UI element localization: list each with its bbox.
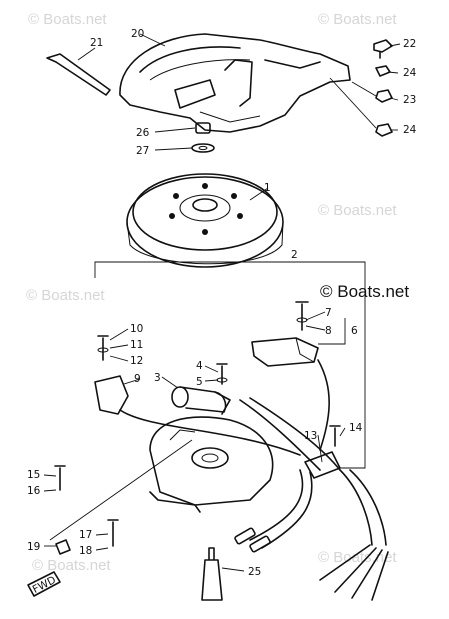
bracket-9 [94, 375, 129, 415]
callout-25: 25 [248, 566, 261, 578]
callout-8: 8 [325, 325, 332, 337]
washers [191, 122, 215, 153]
callout-27: 27 [136, 145, 149, 157]
tool-rod [46, 53, 111, 96]
callout-6: 6 [351, 325, 358, 337]
callout-3: 3 [154, 372, 161, 384]
callout-13: 13 [304, 430, 317, 442]
callout-11: 11 [130, 339, 143, 351]
callout-numbers: 1 2 3 4 5 6 7 8 9 10 11 12 13 14 15 16 1… [27, 28, 417, 578]
watermark: © Boats.net [318, 549, 397, 566]
callout-22: 22 [403, 38, 416, 50]
screws [54, 301, 341, 547]
stator-base [149, 416, 274, 513]
callout-10: 10 [130, 323, 143, 335]
callout-2: 2 [291, 249, 298, 261]
callout-15: 15 [27, 469, 40, 481]
flywheel-cover [119, 33, 351, 133]
leader-lines [43, 33, 401, 572]
fwd-label: FWD [31, 574, 58, 596]
cdi-unit [251, 337, 319, 367]
grease-tube [201, 547, 223, 601]
flywheel [126, 173, 284, 268]
watermark: © Boats.net [28, 11, 107, 28]
callout-12: 12 [130, 355, 143, 367]
callout-7: 7 [325, 307, 332, 319]
callout-17: 17 [79, 529, 92, 541]
callout-24: 24 [403, 124, 417, 136]
callout-16: 16 [27, 485, 41, 497]
watermark: © Boats.net [26, 287, 105, 304]
callout-18: 18 [79, 545, 92, 557]
callout-9: 9 [134, 373, 141, 385]
callout-19: 19 [27, 541, 40, 553]
callout-20: 20 [131, 28, 144, 40]
watermarks: © Boats.net © Boats.net © Boats.net © Bo… [26, 11, 397, 574]
copyright-text: © Boats.net [320, 282, 409, 301]
wire-harness [119, 359, 389, 601]
bracket-2 [94, 261, 366, 469]
callout-21: 21 [90, 37, 103, 49]
callout-4: 4 [196, 360, 203, 372]
watermark: © Boats.net [318, 202, 397, 219]
callout-26: 26 [136, 127, 150, 139]
callout-5: 5 [196, 376, 203, 388]
cover-bolts [373, 39, 393, 137]
callout-24: 24 [403, 67, 417, 79]
coil-3 [171, 386, 231, 415]
callout-1: 1 [264, 182, 271, 194]
watermark: © Boats.net [32, 557, 111, 574]
watermark: © Boats.net [318, 11, 397, 28]
callout-14: 14 [349, 422, 363, 434]
callout-23: 23 [403, 94, 416, 106]
